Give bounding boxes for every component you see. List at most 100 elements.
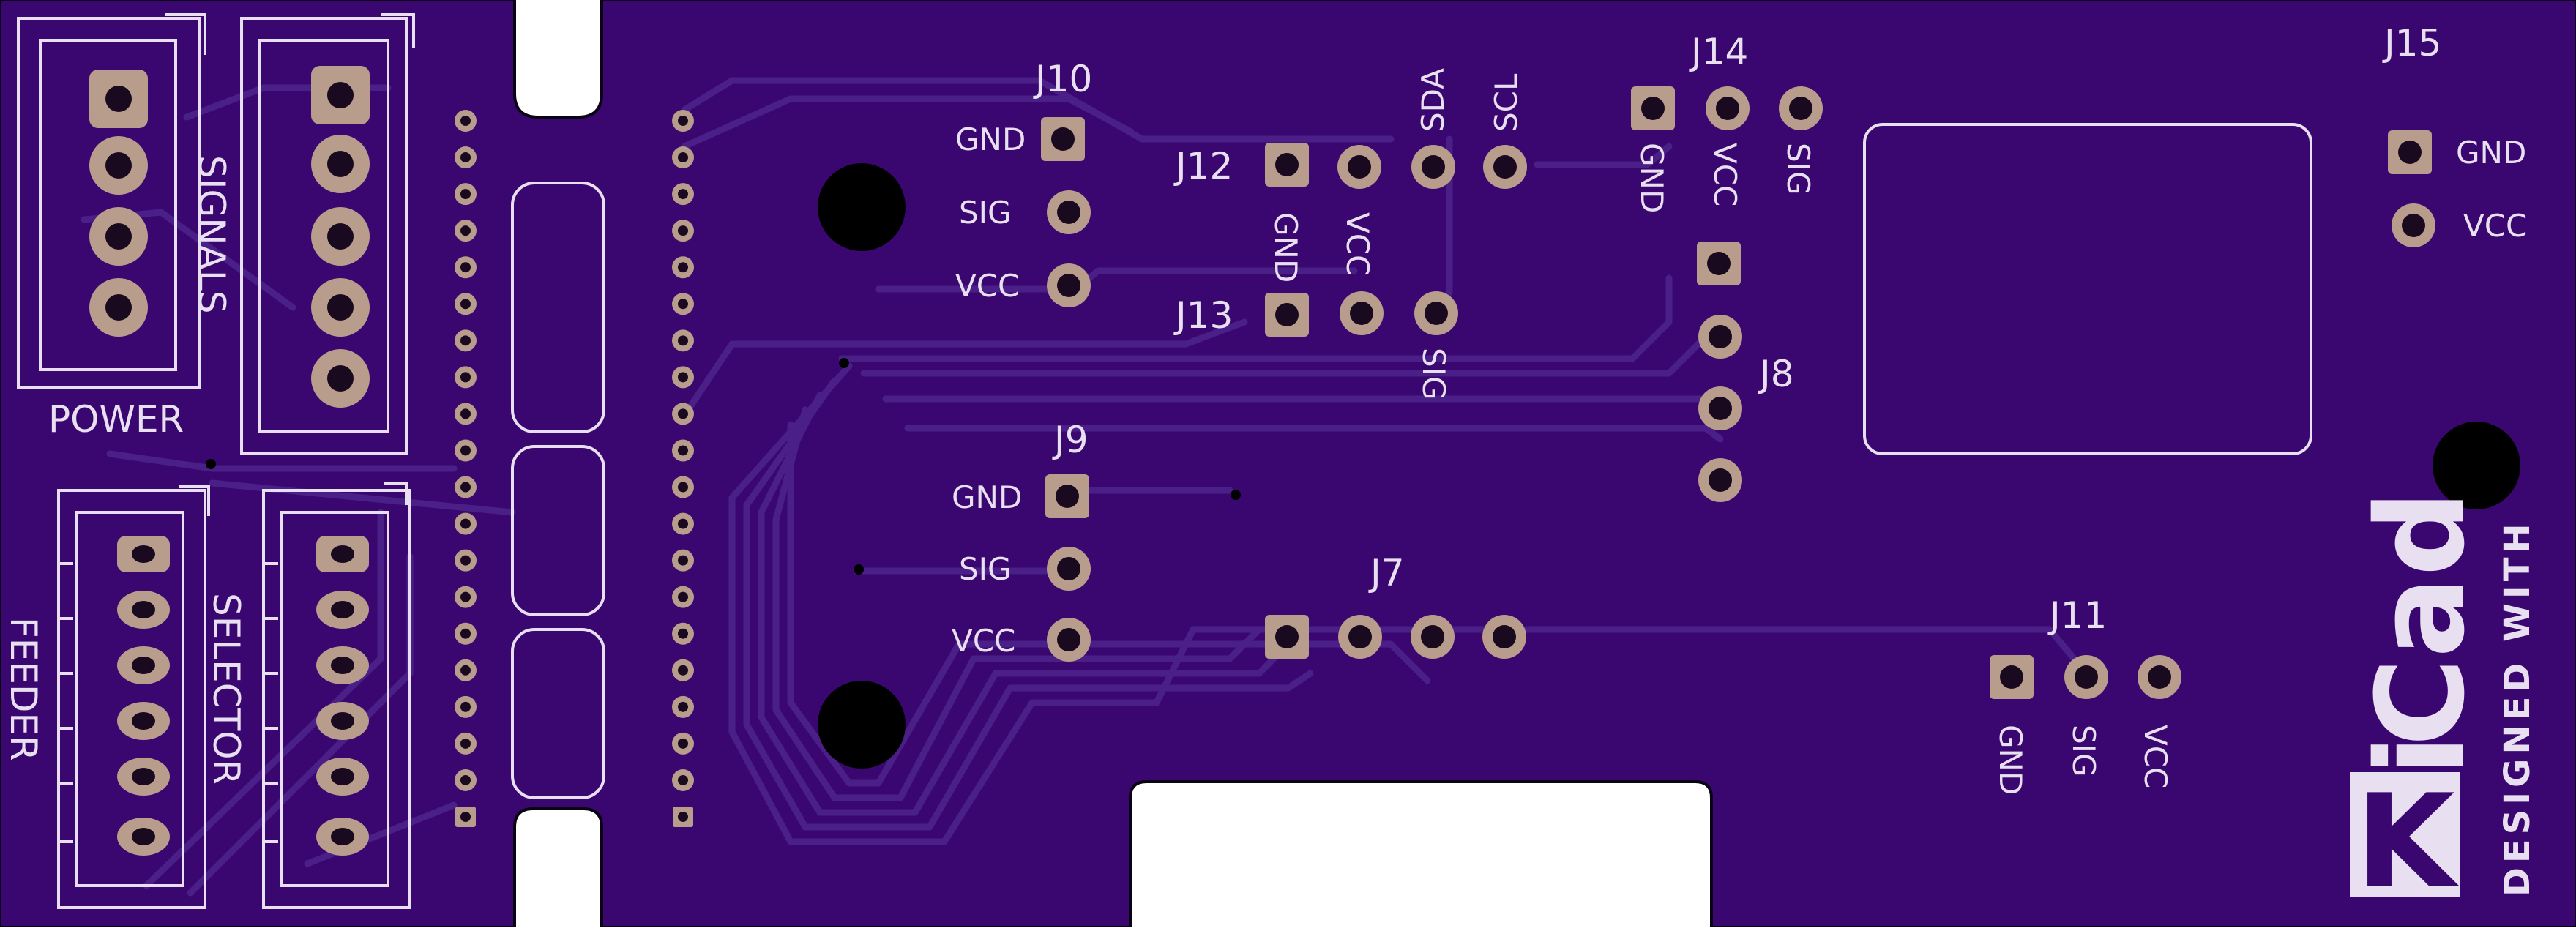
trace (860, 333, 1709, 377)
header-j10 (1041, 117, 1091, 307)
header-pin-hole (678, 482, 688, 493)
header-pin-hole (460, 189, 471, 200)
header-j11 (1990, 655, 2181, 699)
trace (772, 406, 1263, 801)
ref-j13: J13 (1173, 294, 1233, 337)
pin-label-j11-gnd: GND (1993, 725, 2028, 795)
pin-label-j15-vcc: VCC (2463, 208, 2527, 244)
pin-label-j12-sda: SDA (1415, 68, 1451, 132)
header-pin-hole (678, 701, 688, 712)
header-pin-hole (678, 591, 688, 602)
pin-label-j11-sig: SIG (2066, 725, 2102, 777)
header-pin-hole (678, 738, 688, 749)
header-pin-hole (460, 812, 471, 822)
header-j13 (1265, 291, 1458, 337)
header-pin-hole (678, 408, 688, 419)
pin-label-j12-gnd: GND (1268, 212, 1304, 283)
header-pin-hole (460, 774, 471, 785)
power-connector-pads (89, 70, 148, 337)
pin-label-j11-vcc: VCC (2138, 725, 2173, 788)
pin-header-right-column (672, 110, 694, 827)
header-pin-hole (460, 738, 471, 749)
ref-j7: J7 (1368, 552, 1405, 594)
pin-label-j10-vcc: VCC (955, 268, 1019, 304)
kicad-logo-i: i (2351, 734, 2491, 776)
header-j12 (1265, 143, 1527, 189)
connector-ticks (59, 562, 278, 843)
pin-header-left-column (455, 110, 477, 827)
header-pin-hole (460, 482, 471, 493)
trace (1534, 143, 1673, 168)
header-pin-hole (460, 372, 471, 383)
header-pin-hole (678, 262, 688, 273)
header-j9 (1045, 474, 1091, 662)
kicad-logo-k: K (2356, 768, 2459, 916)
header-pin-hole (460, 701, 471, 712)
header-pin-hole (460, 116, 471, 126)
pin-label-j14-vcc: VCC (1707, 143, 1743, 206)
header-pin-hole (678, 628, 688, 639)
header-pin-hole (460, 628, 471, 639)
pin-label-j10-sig: SIG (959, 195, 1012, 231)
trace (143, 509, 384, 889)
selector-connector-pads (316, 536, 369, 856)
trace (728, 362, 2090, 845)
ref-j14: J14 (1689, 31, 1748, 73)
pin-label-j14-gnd: GND (1634, 143, 1670, 213)
trace (904, 425, 1724, 443)
header-pin-hole (678, 116, 688, 126)
header-pin-hole (678, 335, 688, 346)
trace (758, 392, 1292, 816)
header-pin-hole (460, 152, 471, 163)
silkscreen-outlines (17, 13, 2312, 909)
trace (209, 479, 516, 516)
ref-j15: J15 (2382, 22, 2441, 64)
header-pin-hole (460, 518, 471, 529)
trace (838, 274, 1673, 362)
mount-hole (818, 681, 906, 769)
pin-label-j13-sig: SIG (1416, 348, 1452, 400)
header-pin-hole (460, 225, 471, 236)
trace (787, 421, 1431, 787)
header-pin-hole (678, 372, 688, 383)
pin-label-j9-sig: SIG (959, 551, 1012, 587)
kicad-logo-tagline: DESIGNED WITH (2497, 519, 2538, 897)
label-signals: SIGNALS (190, 155, 233, 313)
header-pin-hole (678, 445, 688, 456)
header-pin-hole (678, 152, 688, 163)
kicad-logo: K i Cad DESIGNED WITH (2350, 490, 2538, 916)
header-pin-hole (460, 408, 471, 419)
header-pin-hole (678, 299, 688, 310)
header-pin-hole (678, 774, 688, 785)
ref-j9: J9 (1052, 419, 1089, 461)
pin-label-j14-sig: SIG (1780, 143, 1816, 195)
header-pin-hole (460, 665, 471, 676)
header-pin-hole (460, 335, 471, 346)
trace (681, 95, 1135, 150)
pin-label-j10-gnd: GND (955, 121, 1026, 157)
pin-label-j15-gnd: GND (2456, 135, 2526, 171)
pin-label-j9-vcc: VCC (952, 623, 1015, 659)
header-pin-hole (460, 591, 471, 602)
header-j8 (1697, 242, 1742, 502)
header-pin-hole (460, 262, 471, 273)
signals-connector-pads (311, 66, 370, 408)
ref-j11: J11 (2047, 594, 2107, 637)
header-pin-hole (460, 445, 471, 456)
header-j14 (1631, 86, 1823, 130)
ref-j12: J12 (1173, 145, 1233, 187)
feeder-connector-pads (117, 536, 170, 856)
header-pin-hole (678, 812, 688, 822)
kicad-logo-cad: Cad (2351, 490, 2491, 747)
pin-label-j9-gnd: GND (952, 479, 1022, 515)
header-j15 (2388, 130, 2435, 247)
header-j7 (1265, 615, 1526, 659)
pin-label-j12-scl: SCL (1488, 73, 1524, 132)
header-pin-hole (678, 225, 688, 236)
label-feeder: FEEDER (2, 617, 45, 761)
header-pin-hole (460, 299, 471, 310)
label-selector: SELECTOR (205, 593, 247, 785)
